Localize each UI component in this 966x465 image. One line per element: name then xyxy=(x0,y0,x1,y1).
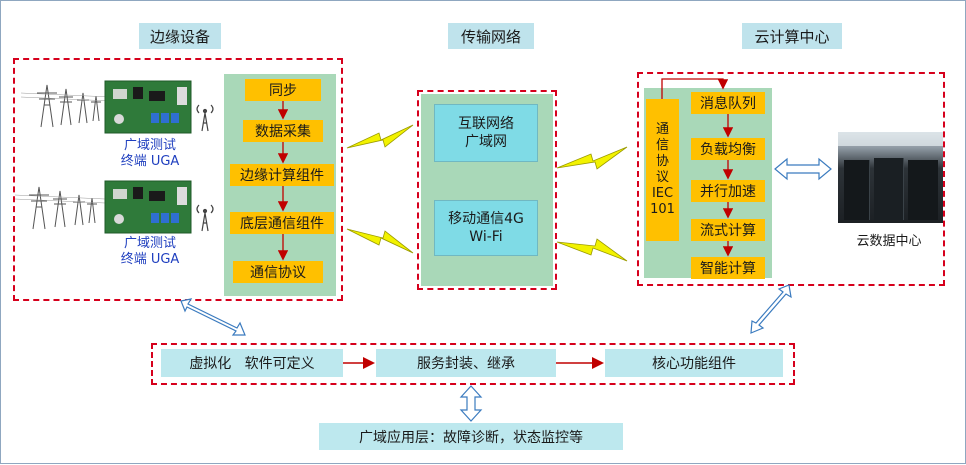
application-layer-box: 广域应用层：故障诊断，状态监控等 xyxy=(319,423,623,450)
edge-stack-item-sync: 同步 xyxy=(245,79,321,101)
lightning-bolt-icon xyxy=(346,124,628,262)
wireless-antenna-icon xyxy=(196,204,214,232)
protocol-char-3: 协 xyxy=(655,154,669,169)
double-arrow-cloud-datacenter xyxy=(774,157,832,181)
network-box-mobile: 移动通信4G Wi-Fi xyxy=(434,200,538,256)
network-box-mobile-line1: 移动通信4G xyxy=(448,211,524,227)
protocol-char-6: 101 xyxy=(650,202,675,217)
network-box-internet-line1: 互联网络 xyxy=(458,116,514,132)
network-box-internet-line2: 广域网 xyxy=(465,134,507,150)
edge-stack-item-data-collection: 数据采集 xyxy=(243,120,323,142)
network-region xyxy=(417,90,557,290)
device-label-top-line2: 终端 UGA xyxy=(120,154,180,169)
pipeline-parallel-acceleration: 并行加速 xyxy=(691,180,765,202)
edge-stack-item-protocol: 通信协议 xyxy=(233,261,323,283)
protocol-char-5: IEC xyxy=(651,186,674,201)
circuit-board-icon xyxy=(104,80,192,134)
middle-item-virtualization: 虚拟化 软件可定义 xyxy=(161,349,343,377)
double-arrow-cloud-middle xyxy=(750,284,792,334)
server-room-photo xyxy=(838,132,943,223)
protocol-char-1: 通 xyxy=(655,122,669,137)
network-section-title: 传输网络 xyxy=(448,23,534,49)
transmission-tower-icon xyxy=(14,186,106,230)
cloud-pipeline-arrows xyxy=(661,78,734,257)
datacenter-label: 云数据中心 xyxy=(856,234,922,249)
device-label-bottom-line1: 广域测试 xyxy=(123,236,176,251)
pipeline-intelligent-computing: 智能计算 xyxy=(691,257,765,279)
pipeline-message-queue: 消息队列 xyxy=(691,92,765,114)
transmission-tower-icon xyxy=(20,84,112,128)
device-label-bottom: 广域测试 终端 UGA xyxy=(105,236,195,268)
wireless-antenna-icon xyxy=(196,104,214,132)
double-arrow-edge-middle xyxy=(180,298,246,336)
middle-item-service-encapsulation: 服务封装、继承 xyxy=(376,349,556,377)
cloud-section-title: 云计算中心 xyxy=(742,23,842,49)
edge-section-title: 边缘设备 xyxy=(139,23,221,49)
pipeline-stream-computing: 流式计算 xyxy=(691,219,765,241)
middle-layer-region xyxy=(151,343,795,385)
device-label-bottom-line2: 终端 UGA xyxy=(120,252,180,267)
edge-stack-item-edge-computing: 边缘计算组件 xyxy=(230,164,334,186)
cloud-region xyxy=(637,72,945,286)
double-arrow-middle-application xyxy=(459,385,483,422)
protocol-char-2: 信 xyxy=(655,138,669,153)
network-box-mobile-line2: Wi-Fi xyxy=(469,229,503,245)
device-label-top: 广域测试 终端 UGA xyxy=(105,138,195,170)
network-box-internet: 互联网络 广域网 xyxy=(434,104,538,162)
pipeline-load-balancing: 负载均衡 xyxy=(691,138,765,160)
protocol-iec101-box: 通 信 协 议 IEC 101 xyxy=(646,99,679,241)
middle-item-core-components: 核心功能组件 xyxy=(605,349,783,377)
device-label-top-line1: 广域测试 xyxy=(123,138,176,153)
protocol-char-4: 议 xyxy=(655,170,669,185)
circuit-board-icon xyxy=(104,180,192,234)
edge-stack-item-low-level-comm: 底层通信组件 xyxy=(230,212,334,234)
edge-device-region xyxy=(13,58,343,301)
